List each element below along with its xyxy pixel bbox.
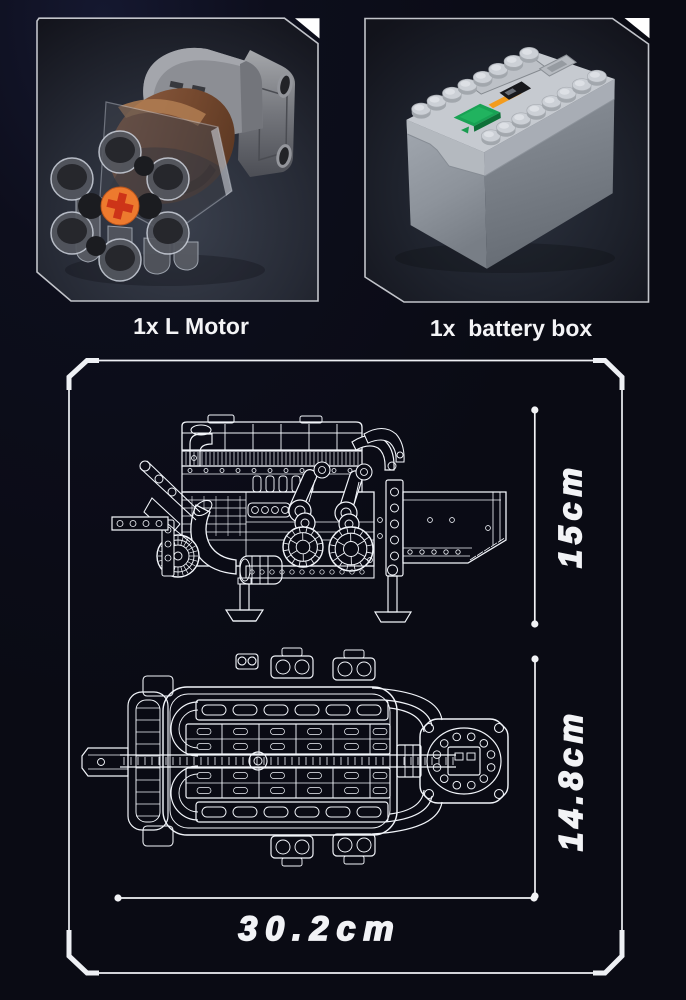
svg-text:15cm: 15cm (552, 462, 588, 568)
svg-text:14.8cm: 14.8cm (552, 709, 589, 851)
svg-text:1x battery box: 1x battery box (430, 315, 593, 341)
svg-text:1x L Motor: 1x L Motor (133, 313, 249, 339)
svg-text:30.2cm: 30.2cm (238, 910, 401, 948)
